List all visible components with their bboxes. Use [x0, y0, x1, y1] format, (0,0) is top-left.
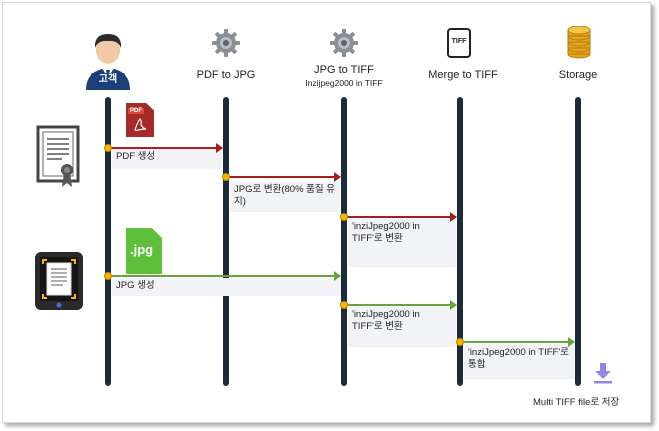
arrow-pdf-tiff-convert	[346, 212, 457, 222]
message-note-pdf-create: PDF 생성	[112, 149, 222, 169]
activation-dot	[340, 301, 348, 309]
lifeline-storage	[575, 97, 581, 386]
certificate-document-icon	[36, 125, 80, 187]
gear-icon	[330, 29, 358, 57]
arrow-jpg-convert	[228, 172, 341, 182]
download-arrow-icon	[594, 363, 612, 384]
message-note-pdf-tiff-convert: 'inziJpeg2000 in TIFF'로 변환	[348, 219, 456, 267]
gear-icon	[212, 29, 240, 57]
activation-dot	[456, 338, 464, 346]
pdf-file-icon: PDF	[126, 103, 154, 137]
activation-dot	[222, 173, 230, 181]
message-note-jpg-tiff-convert: 'inziJpeg2000 in TIFF'로 변환	[348, 307, 456, 347]
pdf-icon-label: PDF	[128, 108, 144, 114]
activation-dot	[340, 213, 348, 221]
arrow-jpg-create	[110, 271, 341, 281]
lifeline-customer	[105, 97, 111, 386]
activation-dot	[104, 272, 112, 280]
message-note-jpg-convert: JPG로 변환(80% 품질 유지)	[230, 182, 340, 212]
lifeline-title-jpg-to-tiff: JPG to TIFF	[314, 64, 374, 76]
lifeline-title-storage: Storage	[558, 69, 598, 81]
activation-dot	[104, 144, 112, 152]
lifeline-pdf-to-jpg	[223, 97, 229, 386]
lifeline-merge-to-tiff	[457, 97, 463, 386]
lifeline-jpg-to-tiff	[341, 97, 347, 386]
tablet-document-icon	[35, 252, 83, 310]
arrow-merge	[462, 337, 575, 347]
tiff-icon-label: TIFF	[451, 38, 467, 45]
lifeline-subtitle-jpg-to-tiff: Inzijpeg2000 in TIFF	[305, 78, 383, 88]
tiff-document-icon: TIFF	[447, 28, 471, 58]
jpg-icon-label: .jpg	[130, 242, 154, 257]
storage-coins-icon	[567, 26, 591, 59]
message-note-merge: 'inziJpeg2000 in TIFF'로 통합	[464, 345, 575, 379]
lifeline-title-pdf-to-jpg: PDF to JPG	[196, 69, 256, 81]
save-caption: Multi TIFF file로 저장	[533, 397, 620, 408]
message-note-jpg-create: JPG 생성	[112, 278, 341, 296]
jpg-file-icon: .jpg	[126, 228, 162, 274]
lifeline-title-merge-to-tiff: Merge to TIFF	[428, 69, 498, 81]
customer-label: 고객	[91, 73, 125, 87]
arrow-pdf-create	[110, 143, 223, 153]
arrow-jpg-tiff-convert	[346, 300, 457, 310]
